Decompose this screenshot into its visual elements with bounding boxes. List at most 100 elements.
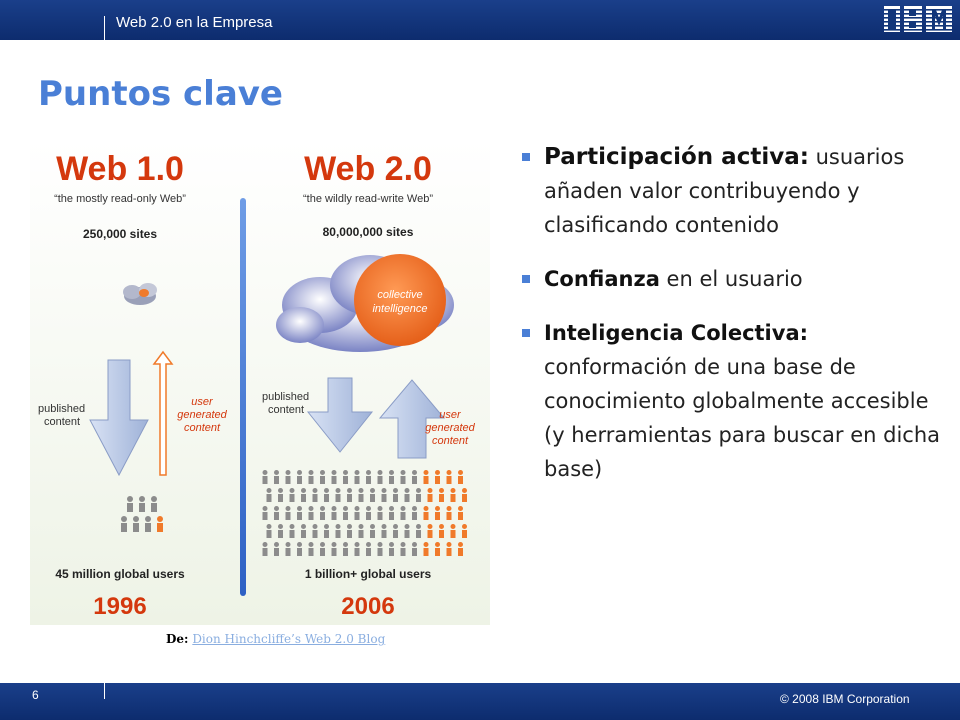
cloud-label-2: intelligence <box>372 303 427 315</box>
era-divider <box>240 198 246 596</box>
person-icon <box>366 506 371 520</box>
ibm-logo <box>884 6 952 32</box>
person-icon <box>393 524 398 538</box>
person-icon <box>274 506 279 520</box>
person-icon <box>370 488 375 502</box>
person-icon <box>377 542 383 556</box>
web1-year: 1996 <box>93 593 146 620</box>
web2-published-label-1: published <box>262 391 309 403</box>
caption-source-link[interactable]: Dion Hinchcliffe’s Web 2.0 Blog <box>192 632 386 646</box>
person-icon <box>435 470 440 484</box>
person-icon <box>381 524 387 538</box>
person-icon <box>458 470 463 484</box>
person-icon <box>400 506 406 520</box>
person-icon <box>423 506 429 520</box>
person-icon <box>285 542 291 556</box>
presentation-title: Web 2.0 en la Empresa <box>116 14 273 31</box>
caption-prefix: De: <box>166 632 189 646</box>
page-number: 6 <box>32 688 39 702</box>
web2-users: 1 billion+ global users <box>305 567 432 581</box>
web2-published-label-2: content <box>268 404 304 416</box>
person-icon <box>343 542 348 556</box>
person-icon <box>308 470 314 484</box>
person-icon <box>354 470 360 484</box>
person-icon <box>389 470 394 484</box>
web1-published-label-1: published <box>38 403 85 415</box>
person-icon <box>266 488 272 502</box>
person-icon <box>289 524 295 538</box>
web1-sites: 250,000 sites <box>83 227 157 241</box>
bullet-1-text: usuarios añaden valor contribuyendo y cl… <box>544 145 905 237</box>
web1-users-crowd <box>121 496 163 532</box>
web2-tagline: “the wildly read-write Web” <box>303 193 433 205</box>
web2-user-label-1: user <box>439 409 462 421</box>
person-icon <box>404 524 410 538</box>
bullet-confianza: Confianza en el usuario <box>520 262 945 296</box>
figure-caption: De: Dion Hinchcliffe’s Web 2.0 Blog <box>166 632 385 646</box>
person-icon <box>331 542 337 556</box>
person-icon <box>446 506 452 520</box>
person-icon <box>377 470 383 484</box>
person-icon <box>297 506 302 520</box>
person-icon <box>446 470 452 484</box>
person-icon <box>446 542 452 556</box>
person-icon <box>381 488 387 502</box>
person-icon <box>439 488 444 502</box>
person-icon <box>412 470 417 484</box>
person-icon <box>435 542 440 556</box>
web2-heading: Web 2.0 <box>304 150 432 188</box>
web2-users-crowd <box>262 470 467 556</box>
person-icon <box>324 488 329 502</box>
web2-year: 2006 <box>341 593 394 620</box>
bullet-2-bold: Confianza <box>544 267 660 291</box>
bullet-1-bold: Participación activa: <box>544 144 809 170</box>
person-icon <box>274 470 279 484</box>
person-icon <box>335 488 341 502</box>
person-icon <box>389 506 394 520</box>
person-icon <box>400 470 406 484</box>
bullet-2-text: en el usuario <box>659 267 803 291</box>
web-comparison-figure: Web 1.0 “the mostly read-only Web” 250,0… <box>30 140 490 625</box>
web1-small-cloud <box>123 283 157 305</box>
cloud-label-1: collective <box>377 289 422 301</box>
person-icon <box>412 506 417 520</box>
person-icon <box>262 506 268 520</box>
person-icon <box>462 524 467 538</box>
person-icon <box>343 470 348 484</box>
web1-user-label-2: generated <box>177 409 227 421</box>
person-icon <box>312 488 318 502</box>
person-icon <box>404 488 410 502</box>
web1-users: 45 million global users <box>55 567 185 581</box>
header-bar: Web 2.0 en la Empresa <box>0 0 960 40</box>
bullet-marker <box>522 275 530 283</box>
person-icon <box>354 542 360 556</box>
person-icon <box>366 542 371 556</box>
web1-tagline: “the mostly read-only Web” <box>54 193 186 205</box>
person-icon <box>412 542 417 556</box>
person-icon <box>354 506 360 520</box>
person-icon <box>427 488 433 502</box>
footer-divider <box>104 683 105 699</box>
person-icon <box>450 488 456 502</box>
person-icon <box>458 542 463 556</box>
person-icon <box>343 506 348 520</box>
bullet-marker <box>522 329 530 337</box>
person-icon <box>274 542 279 556</box>
web2-sites: 80,000,000 sites <box>323 225 414 239</box>
slide-title: Puntos clave <box>38 74 283 114</box>
footer-bar: 6 © 2008 IBM Corporation <box>0 683 960 720</box>
web2-published-arrow <box>306 377 374 453</box>
person-icon <box>377 506 383 520</box>
person-icon <box>289 488 295 502</box>
person-icon <box>301 524 306 538</box>
person-icon <box>450 524 456 538</box>
bullet-marker <box>522 153 530 161</box>
person-icon <box>423 470 429 484</box>
web1-heading: Web 1.0 <box>56 150 184 188</box>
person-icon <box>427 524 433 538</box>
person-icon <box>462 488 467 502</box>
person-icon <box>331 506 337 520</box>
person-icon <box>285 506 291 520</box>
web1-user-label-3: content <box>184 422 221 434</box>
person-icon <box>278 524 283 538</box>
